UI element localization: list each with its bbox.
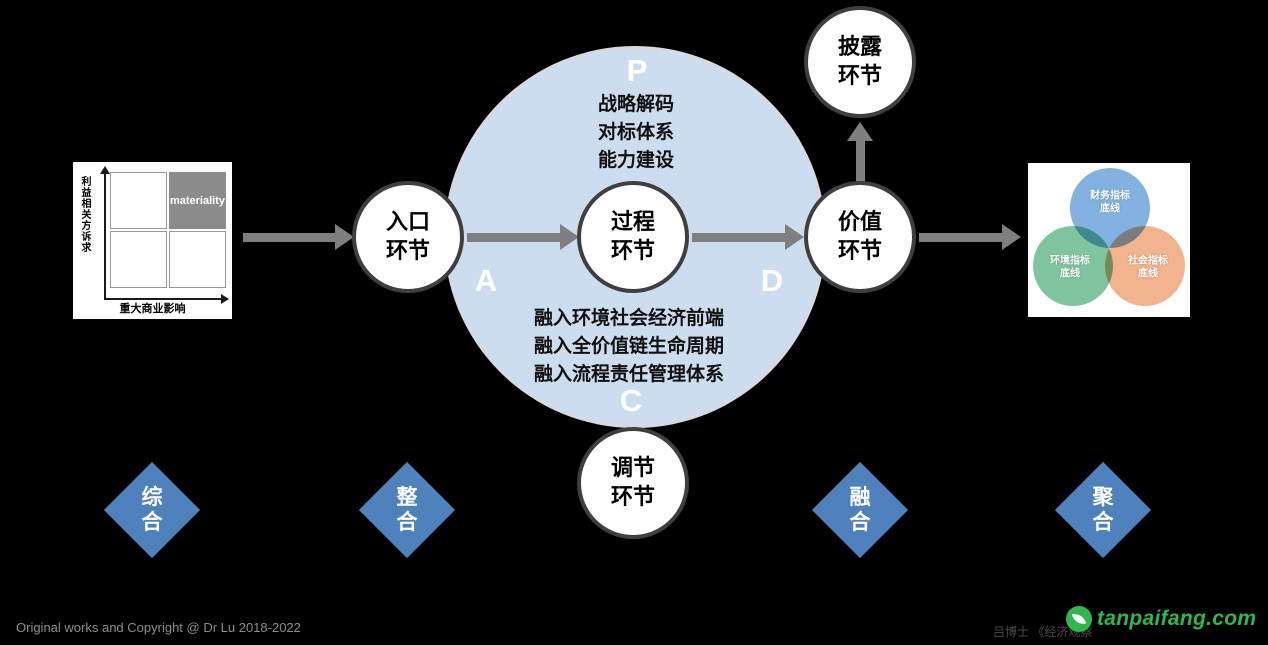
matrix-y-axis-arrowhead-icon [100, 166, 110, 174]
pdca-letter-c: C [619, 383, 643, 418]
pdca-letter-p: P [626, 53, 648, 88]
plan-text-block: 战略解码 对标体系 能力建设 [598, 91, 674, 175]
triple-bottom-line-venn: 财务指标 底线 环境指标 底线 社会指标 底线 [1028, 163, 1190, 317]
matrix-cell [168, 231, 226, 288]
copyright-text: Original works and Copyright @ Dr Lu 201… [16, 620, 301, 635]
matrix-y-axis-label: 利益相关方诉求 [79, 176, 90, 253]
matrix-y-axis-line [104, 172, 106, 300]
plan-item: 对标体系 [597, 122, 675, 143]
venn-circle-social [1105, 226, 1185, 306]
materiality-matrix: 利益相关方诉求 materiality 重大商业影响 [73, 162, 232, 319]
venn-label-social: 社会指标 底线 [1128, 255, 1168, 280]
matrix-x-axis-label: 重大商业影响 [119, 303, 186, 315]
venn-circle-environment [1033, 226, 1113, 306]
matrix-cell [110, 172, 167, 229]
matrix-cell-materiality: materiality [168, 172, 226, 229]
matrix-cell [110, 231, 167, 288]
diamond-juhe: 聚 合 [1054, 461, 1152, 559]
tanpaifang-logo[interactable]: tanpaifang.com [1066, 606, 1256, 632]
node-disclosure: 披露 环节 [804, 6, 916, 118]
leaf-icon [1066, 606, 1092, 632]
node-process: 过程 环节 [577, 181, 689, 293]
check-text-block: 融入环境社会经济前端 融入全价值链生命周期 融入流程责任管理体系 [534, 305, 724, 389]
diamond-ronghe: 融 合 [811, 461, 909, 559]
node-adjust: 调节 环节 [577, 427, 689, 539]
matrix-x-axis-line [104, 298, 222, 300]
node-entry: 入口 环节 [352, 181, 464, 293]
venn-label-finance: 财务指标 底线 [1090, 190, 1130, 215]
plan-item: 能力建设 [597, 150, 675, 171]
diamond-label: 整 合 [396, 485, 418, 534]
credit-text: 吕博士 《经济观察 [993, 625, 1093, 639]
check-item: 融入全价值链生命周期 [533, 336, 725, 357]
diamond-label: 综 合 [141, 485, 163, 534]
check-item: 融入流程责任管理体系 [533, 364, 725, 385]
matrix-grid: materiality [110, 172, 226, 288]
pdca-letter-d: D [760, 263, 784, 298]
check-item: 融入环境社会经济前端 [533, 308, 725, 329]
plan-item: 战略解码 [597, 94, 675, 115]
diamond-label: 聚 合 [1092, 485, 1114, 534]
diamond-zhenghe: 整 合 [358, 461, 456, 559]
diamond-zonghe: 综 合 [103, 461, 201, 559]
venn-label-environment: 环境指标 底线 [1050, 255, 1090, 280]
logo-text: tanpaifang.com [1097, 607, 1257, 630]
node-value: 价值 环节 [804, 181, 916, 293]
pdca-letter-a: A [474, 263, 498, 298]
diamond-label: 融 合 [849, 485, 871, 534]
matrix-x-axis-arrowhead-icon [221, 294, 229, 304]
